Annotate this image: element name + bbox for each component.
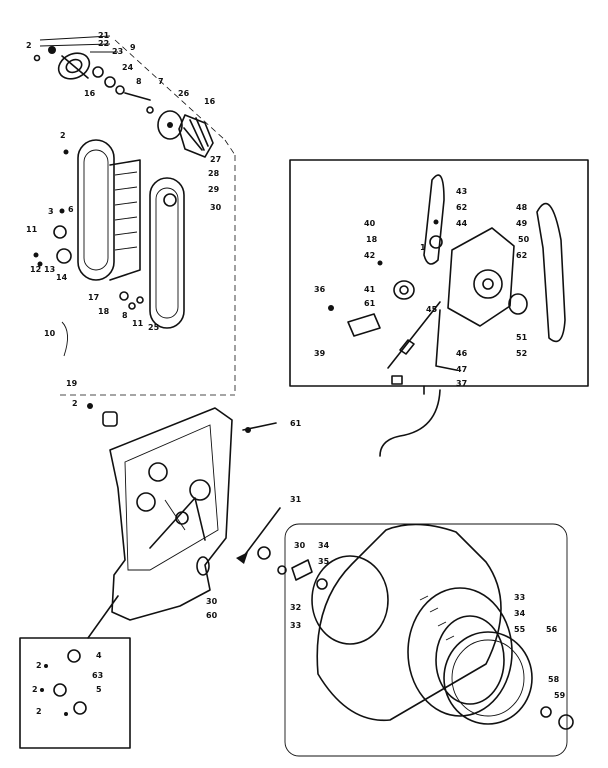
blower-housing-assembly bbox=[33, 139, 236, 396]
label-8b: 8 bbox=[122, 311, 128, 320]
label-14: 14 bbox=[56, 273, 68, 282]
label-8: 8 bbox=[136, 77, 142, 86]
detail-box bbox=[19, 595, 131, 749]
label-63: 63 bbox=[92, 671, 103, 680]
label-46: 46 bbox=[456, 349, 468, 358]
label-33b: 33 bbox=[514, 593, 525, 602]
label-24: 24 bbox=[122, 63, 134, 72]
label-45: 45 bbox=[426, 305, 438, 314]
label-41: 41 bbox=[364, 285, 376, 294]
label-35: 35 bbox=[318, 557, 330, 566]
label-62b: 62 bbox=[516, 251, 527, 260]
label-39: 39 bbox=[314, 349, 326, 358]
label-36: 36 bbox=[314, 285, 326, 294]
label-37: 37 bbox=[456, 379, 467, 388]
label-2f: 2 bbox=[36, 707, 42, 716]
label-19: 19 bbox=[66, 379, 78, 388]
label-4: 4 bbox=[96, 651, 102, 660]
drum-assembly bbox=[236, 507, 574, 757]
label-2b: 2 bbox=[60, 131, 66, 140]
part-labels: 21 22 23 9 24 8 7 16 26 16 27 2 2 28 29 … bbox=[26, 31, 566, 716]
label-11a: 11 bbox=[26, 225, 38, 234]
label-29: 29 bbox=[208, 185, 220, 194]
label-49: 49 bbox=[516, 219, 528, 228]
label-23: 23 bbox=[112, 47, 123, 56]
label-27: 27 bbox=[210, 155, 221, 164]
label-58: 58 bbox=[548, 675, 560, 684]
label-34a: 34 bbox=[318, 541, 330, 550]
label-1: 1 bbox=[420, 243, 426, 252]
label-10: 10 bbox=[44, 329, 56, 338]
label-25: 25 bbox=[148, 323, 160, 332]
label-44: 44 bbox=[456, 219, 468, 228]
label-30b: 30 bbox=[294, 541, 306, 550]
label-22: 22 bbox=[98, 39, 109, 48]
label-18a: 18 bbox=[98, 307, 110, 316]
label-43: 43 bbox=[456, 187, 467, 196]
label-2d: 2 bbox=[36, 661, 42, 670]
label-52: 52 bbox=[516, 349, 527, 358]
label-51: 51 bbox=[516, 333, 528, 342]
label-47: 47 bbox=[456, 365, 467, 374]
label-50: 50 bbox=[518, 235, 530, 244]
label-34b: 34 bbox=[514, 609, 526, 618]
label-60: 60 bbox=[206, 611, 218, 620]
label-16b: 16 bbox=[204, 97, 216, 106]
label-2a: 2 bbox=[26, 41, 32, 50]
label-12: 12 bbox=[30, 265, 41, 274]
label-32: 32 bbox=[290, 603, 301, 612]
label-6: 6 bbox=[68, 205, 74, 214]
label-61a: 61 bbox=[290, 419, 302, 428]
label-61b: 61 bbox=[364, 299, 376, 308]
label-17: 17 bbox=[88, 293, 99, 302]
label-40: 40 bbox=[364, 219, 376, 228]
label-28: 28 bbox=[208, 169, 220, 178]
label-48: 48 bbox=[516, 203, 528, 212]
label-9: 9 bbox=[130, 43, 136, 52]
label-2c: 2 bbox=[72, 399, 78, 408]
label-55: 55 bbox=[514, 625, 526, 634]
label-3: 3 bbox=[48, 207, 54, 216]
label-59: 59 bbox=[554, 691, 566, 700]
idler-pulley-assembly bbox=[33, 35, 236, 158]
motor-inset bbox=[289, 159, 589, 457]
label-11b: 11 bbox=[132, 319, 144, 328]
label-56: 56 bbox=[546, 625, 558, 634]
label-13: 13 bbox=[44, 265, 55, 274]
label-31: 31 bbox=[290, 495, 302, 504]
label-21: 21 bbox=[98, 31, 110, 40]
label-7: 7 bbox=[158, 77, 164, 86]
label-18b: 18 bbox=[366, 235, 378, 244]
label-16a: 16 bbox=[84, 89, 96, 98]
rear-bulkhead bbox=[87, 403, 277, 621]
label-30a: 30 bbox=[210, 203, 222, 212]
label-5: 5 bbox=[96, 685, 102, 694]
label-42: 42 bbox=[364, 251, 375, 260]
label-26: 26 bbox=[178, 89, 190, 98]
label-30c: 30 bbox=[206, 597, 218, 606]
label-2e: 2 bbox=[32, 685, 38, 694]
label-33a: 33 bbox=[290, 621, 301, 630]
label-62a: 62 bbox=[456, 203, 467, 212]
